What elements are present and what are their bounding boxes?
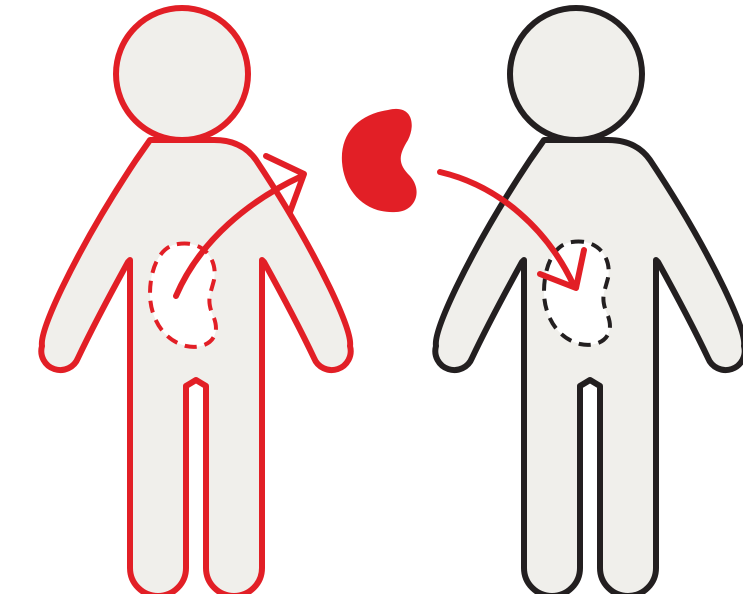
recipient-head	[510, 8, 642, 140]
donor-head	[116, 8, 248, 140]
kidney-icon	[342, 109, 417, 212]
recipient-figure	[435, 8, 743, 594]
donor-body	[41, 140, 350, 594]
donor-figure	[41, 8, 350, 594]
recipient-body	[435, 140, 743, 594]
